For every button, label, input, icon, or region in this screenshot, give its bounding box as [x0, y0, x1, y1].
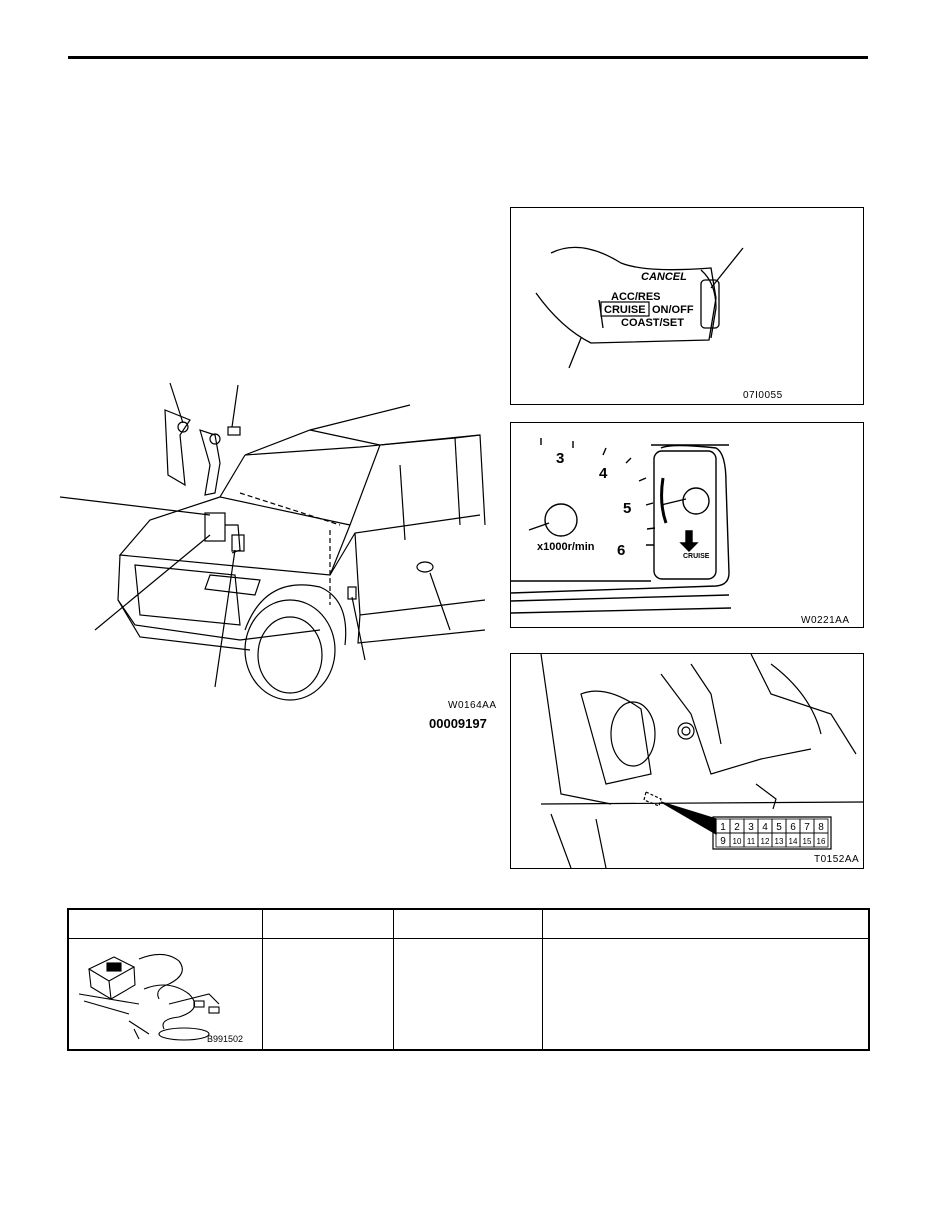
- cruise-label: CRUISE: [604, 304, 646, 316]
- tool-number-cell: [262, 938, 394, 1051]
- meter-figure-code: W0221AA: [801, 615, 850, 626]
- connector-pin-label: 15: [803, 837, 812, 846]
- tool-use-cell: [542, 938, 870, 1051]
- connector-pin-label: 4: [762, 822, 768, 833]
- header-tool: [67, 908, 263, 939]
- connector-pin-label: 5: [776, 822, 782, 833]
- switch-figure-code: 07I0055: [743, 390, 783, 401]
- header-use: [542, 908, 870, 939]
- table-header-row: [67, 908, 870, 939]
- table-row: B991502: [67, 938, 870, 1051]
- acc-res-label: ACC/RES: [611, 291, 661, 303]
- header-name: [393, 908, 543, 939]
- tick-5: 5: [623, 500, 631, 517]
- tool-image-cell: B991502: [67, 938, 263, 1051]
- cruise-switch-figure: CANCEL ACC/RES CRUISE ON/OFF COAST/SET 0…: [510, 207, 864, 405]
- cancel-label: CANCEL: [641, 271, 687, 283]
- header-rule: [68, 56, 868, 59]
- tick-6: 6: [617, 542, 625, 559]
- connector-figure-code: T0152AA: [814, 854, 859, 865]
- tick-4: 4: [599, 465, 608, 482]
- document-number: 00009197: [429, 716, 487, 731]
- tool-image-code: B991502: [207, 1034, 243, 1044]
- coast-set-label: COAST/SET: [621, 317, 684, 329]
- connector-pin-label: 8: [818, 822, 824, 833]
- vehicle-illustration: [60, 375, 500, 720]
- mut-tester-illustration: B991502: [78, 953, 243, 1044]
- connector-pin: [813, 832, 829, 848]
- connector-pin-label: 16: [817, 837, 826, 846]
- connector-pin-label: 13: [775, 837, 784, 846]
- tool-name-cell: [393, 938, 543, 1051]
- cruise-indicator-label: CRUISE: [683, 553, 710, 560]
- meter-figure: 3 4 5 6 x1000r/min CRUISE W0221AA: [510, 422, 864, 628]
- connector-pin-label: 14: [789, 837, 798, 846]
- connector-pin-label: 1: [720, 822, 726, 833]
- meter-drawing: 3 4 5 6 x1000r/min CRUISE W0221AA: [511, 438, 850, 626]
- connector-outline: [712, 816, 832, 850]
- connector-pin-label: 2: [734, 822, 740, 833]
- connector-pin-label: 3: [748, 822, 754, 833]
- connector-pin-label: 10: [733, 837, 742, 846]
- connector-pin-label: 9: [720, 836, 726, 847]
- vehicle-drawing: [60, 382, 486, 701]
- cruise-switch-drawing: CANCEL ACC/RES CRUISE ON/OFF COAST/SET 0…: [535, 246, 783, 401]
- tick-3: 3: [556, 450, 564, 467]
- rpm-unit-label: x1000r/min: [537, 541, 595, 553]
- header-number: [262, 908, 394, 939]
- connector-pin-label: 12: [761, 837, 770, 846]
- connector-pin-label: 6: [790, 822, 796, 833]
- special-tool-table: B991502: [67, 908, 870, 1051]
- connector-pin-label: 11: [747, 837, 756, 846]
- connector-pin-label: 7: [804, 822, 810, 833]
- vehicle-figure-code: W0164AA: [448, 700, 497, 711]
- on-off-label: ON/OFF: [652, 304, 694, 316]
